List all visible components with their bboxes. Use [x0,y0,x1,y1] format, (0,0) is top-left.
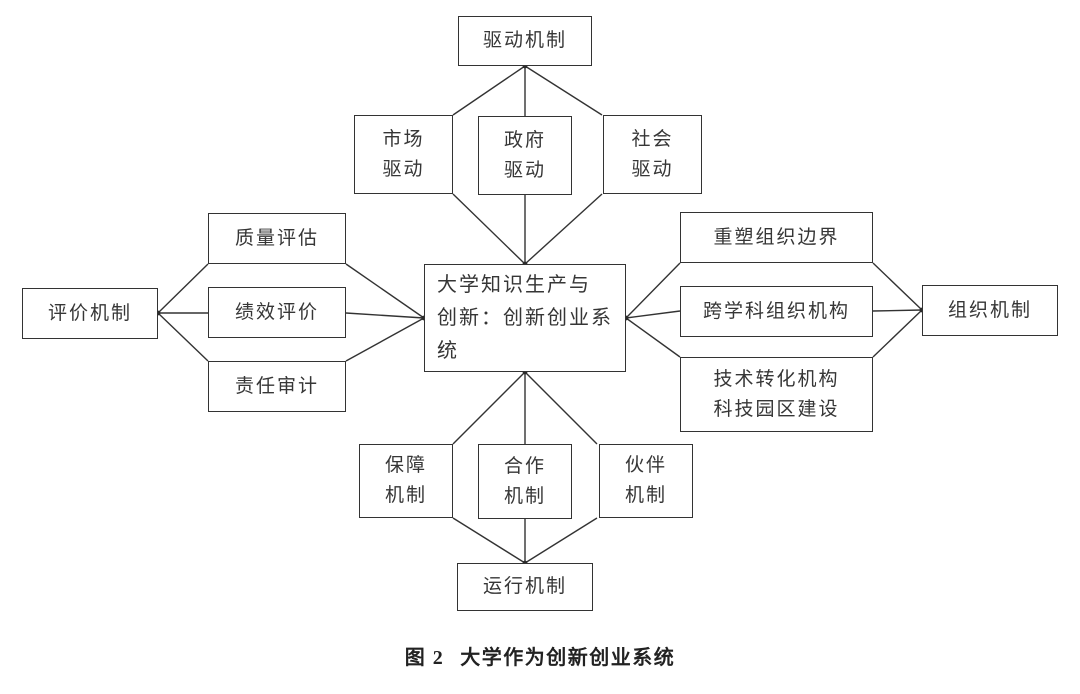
node-performance-evaluation: 绩效评价 [208,287,346,338]
node-label: 驱动机制 [482,30,567,51]
node-label: 伙伴 机制 [624,455,667,506]
node-cooperation-mechanism: 合作 机制 [478,444,572,519]
node-label: 运行机制 [482,576,567,597]
node-label: 社会 驱动 [631,128,674,180]
node-label: 保障 机制 [384,455,427,506]
node-tech-transfer-science-park: 技术转化机构 科技园区建设 [680,357,873,432]
node-label: 合作 机制 [503,455,546,507]
node-label: 重塑组织边界 [713,226,840,248]
node-partner-mechanism: 伙伴 机制 [599,444,693,518]
node-driving-mechanism-hub: 驱动机制 [458,16,592,66]
node-label: 跨学科组织机构 [702,300,850,322]
node-society-driven: 社会 驱动 [603,115,702,194]
node-label: 质量评估 [234,227,319,249]
node-quality-assessment: 质量评估 [208,213,346,264]
figure-caption-title: 大学作为创新创业系统 [460,647,676,669]
node-responsibility-audit: 责任审计 [208,361,346,412]
node-label: 责任审计 [234,375,319,397]
node-organization-mechanism-hub: 组织机制 [922,285,1058,336]
node-guarantee-mechanism: 保障 机制 [359,444,453,518]
node-operation-mechanism-hub: 运行机制 [457,563,593,611]
node-label: 政府 驱动 [503,129,546,181]
node-label: 技术转化机构 科技园区建设 [713,368,840,420]
node-label: 大学知识生产与 创新：创新创业系 统 [437,273,613,362]
node-label: 评价机制 [47,302,132,324]
node-government-driven: 政府 驱动 [478,116,572,195]
node-center-university-system: 大学知识生产与 创新：创新创业系 统 [424,264,626,372]
figure-caption-label: 图 2 [404,647,445,669]
figure-caption: 图 2 大学作为创新创业系统 [0,641,1080,670]
node-market-driven: 市场 驱动 [354,115,453,194]
node-label: 绩效评价 [234,301,319,323]
node-label: 市场 驱动 [382,128,425,180]
node-reshape-org-boundaries: 重塑组织边界 [680,212,873,263]
node-label: 组织机制 [947,299,1032,321]
node-evaluation-mechanism-hub: 评价机制 [22,288,158,339]
node-interdisciplinary-org: 跨学科组织机构 [680,286,873,337]
